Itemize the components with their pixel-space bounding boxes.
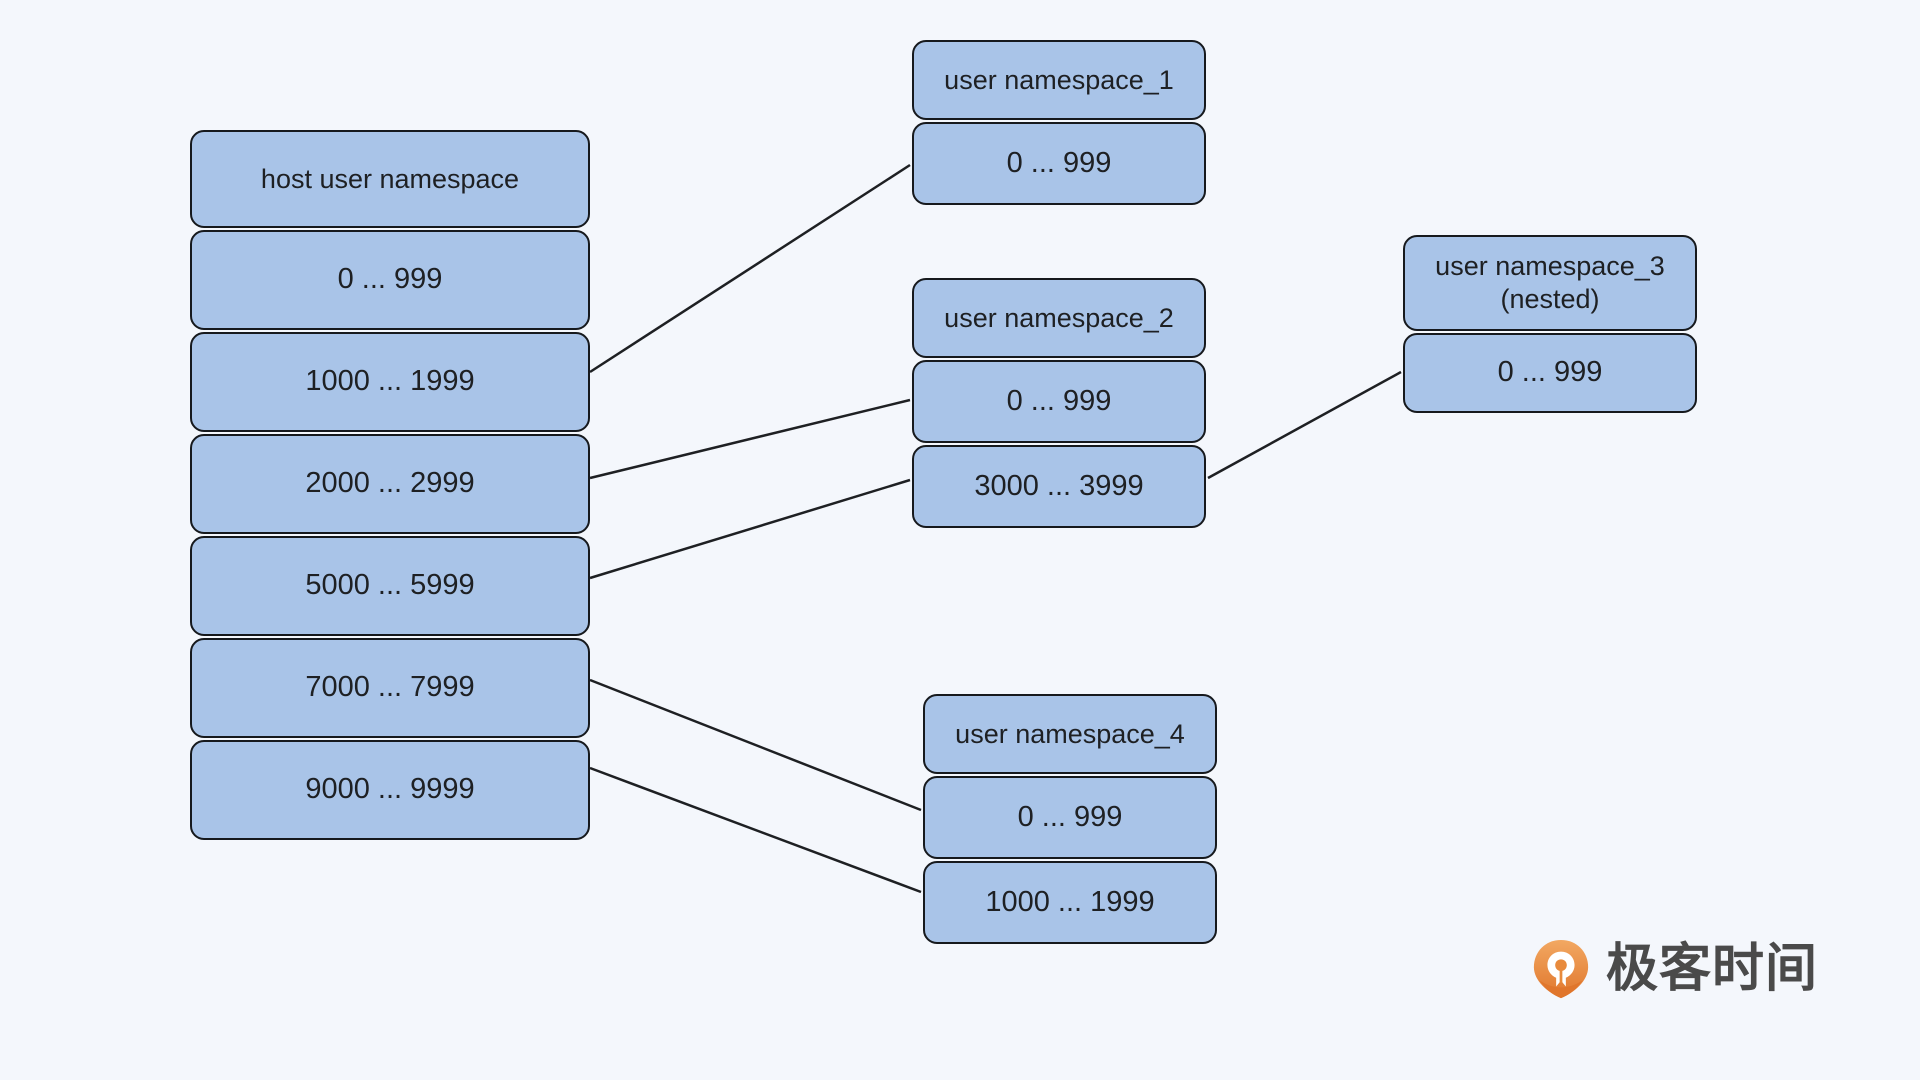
uid-range-slot-ns3-0: 0 ... 999 bbox=[1403, 333, 1697, 413]
uid-range-slot-ns2-1: 3000 ... 3999 bbox=[912, 445, 1206, 528]
namespace-title-ns2: user namespace_2 bbox=[912, 278, 1206, 358]
uid-range-slot-host-0: 0 ... 999 bbox=[190, 230, 590, 330]
uid-range-slot-host-5: 9000 ... 9999 bbox=[190, 740, 590, 840]
mapping-edge-1 bbox=[589, 398, 911, 480]
geektime-logo-mark bbox=[1533, 939, 1589, 999]
uid-range-slot-ns4-0: 0 ... 999 bbox=[923, 776, 1217, 859]
geektime-logo-text: 极客时间 bbox=[1606, 939, 1819, 999]
namespace-title-host: host user namespace bbox=[190, 130, 590, 228]
mapping-edge-3 bbox=[589, 678, 922, 812]
namespace-title-ns3: user namespace_3 (nested) bbox=[1403, 235, 1697, 331]
mapping-edge-4 bbox=[589, 766, 922, 894]
uid-range-slot-ns4-1: 1000 ... 1999 bbox=[923, 861, 1217, 944]
uid-range-slot-host-3: 5000 ... 5999 bbox=[190, 536, 590, 636]
mapping-edge-0 bbox=[589, 163, 911, 374]
uid-range-slot-host-2: 2000 ... 2999 bbox=[190, 434, 590, 534]
uid-range-slot-ns2-0: 0 ... 999 bbox=[912, 360, 1206, 443]
geektime-logo: 极客时间 bbox=[1530, 930, 1840, 1008]
uid-range-slot-host-1: 1000 ... 1999 bbox=[190, 332, 590, 432]
uid-range-slot-ns1-0: 0 ... 999 bbox=[912, 122, 1206, 205]
namespace-title-ns4: user namespace_4 bbox=[923, 694, 1217, 774]
namespace-title-ns1: user namespace_1 bbox=[912, 40, 1206, 120]
mapping-edge-2 bbox=[589, 478, 911, 580]
mapping-edge-5 bbox=[1207, 370, 1402, 480]
uid-range-slot-host-4: 7000 ... 7999 bbox=[190, 638, 590, 738]
